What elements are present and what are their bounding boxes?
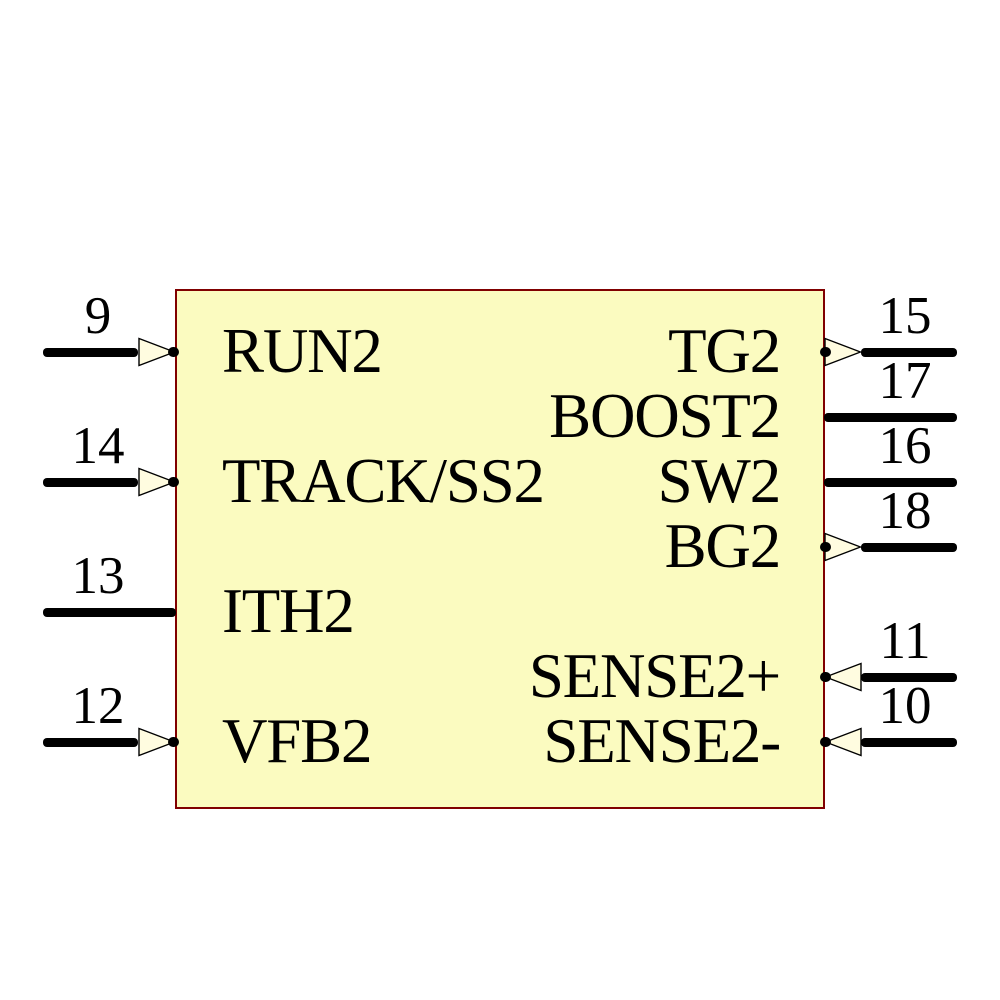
pin-wire[interactable] (861, 673, 957, 682)
pin-arrow-input-icon (138, 727, 176, 757)
pin-number: 18 (878, 482, 932, 540)
pin-label: SW2 (657, 446, 782, 516)
pin-label: BOOST2 (549, 381, 781, 451)
pin-label: SENSE2+ (528, 641, 781, 711)
pin-number: 16 (878, 417, 932, 475)
pin-number: 11 (879, 612, 931, 670)
pin-label: TG2 (668, 316, 781, 386)
pin-connection-dot (820, 672, 831, 682)
symbol-body[interactable] (175, 289, 825, 809)
pin-label: BG2 (664, 511, 782, 581)
pin-connection-dot (168, 477, 179, 487)
pin-connection-dot (820, 737, 831, 747)
pin-wire[interactable] (824, 413, 957, 422)
pin-wire[interactable] (861, 348, 957, 357)
pin-number: 9 (84, 287, 112, 345)
pin-number: 12 (71, 677, 125, 735)
pin-number: 17 (878, 352, 932, 410)
pin-label: VFB2 (222, 706, 372, 776)
pin-label: SENSE2- (543, 706, 781, 776)
pin-arrow-input-icon (138, 467, 176, 497)
pin-connection-dot (168, 347, 179, 357)
pin-number: 14 (71, 417, 125, 475)
pin-connection-dot (820, 347, 831, 357)
pin-arrow-input-icon (138, 337, 176, 367)
pin-connection-dot (168, 737, 179, 747)
pin-connection-dot (820, 542, 831, 552)
pin-wire[interactable] (43, 738, 138, 747)
pin-arrow-input-icon (824, 727, 862, 757)
pin-label: ITH2 (222, 576, 355, 646)
pin-wire[interactable] (43, 478, 138, 487)
pin-label: RUN2 (222, 316, 383, 386)
pin-wire[interactable] (824, 478, 957, 487)
pin-number: 13 (71, 547, 125, 605)
pin-wire[interactable] (861, 543, 957, 552)
pin-number: 10 (878, 677, 932, 735)
pin-wire[interactable] (861, 738, 957, 747)
pin-arrow-input-icon (824, 662, 862, 692)
pin-number: 15 (878, 287, 932, 345)
pin-label: TRACK/SS2 (222, 446, 545, 516)
pin-wire[interactable] (43, 348, 138, 357)
pin-wire[interactable] (43, 608, 176, 617)
